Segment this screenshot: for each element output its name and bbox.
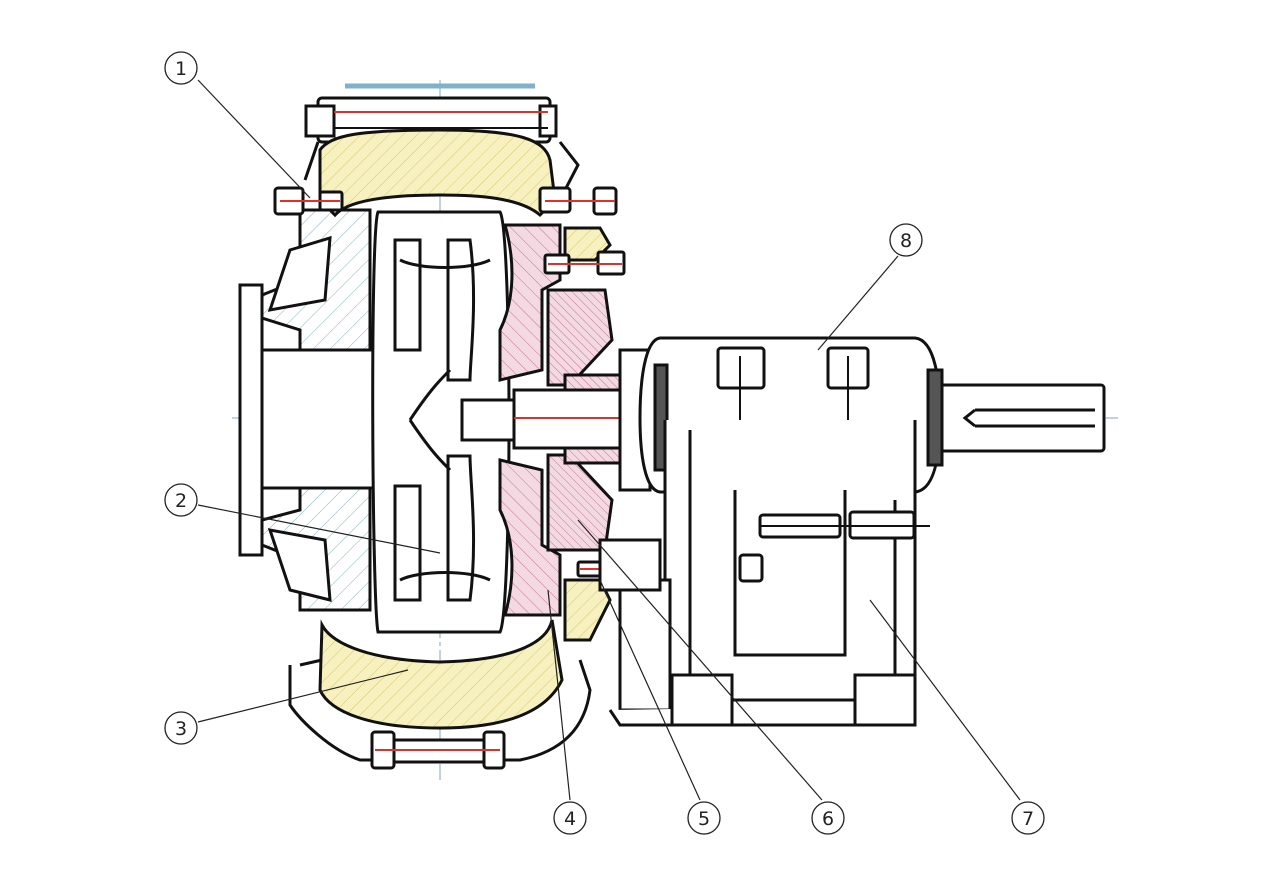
callout-circle xyxy=(164,711,198,745)
leader-8 xyxy=(817,255,899,351)
impeller xyxy=(371,210,511,634)
callout-4: 4 xyxy=(553,801,587,835)
leader-3 xyxy=(197,669,409,723)
callout-1: 1 xyxy=(164,51,198,85)
callout-label: 2 xyxy=(175,490,187,512)
callout-label: 4 xyxy=(564,808,576,830)
callout-leaders xyxy=(197,79,1021,801)
callout-label: 5 xyxy=(698,808,710,830)
callout-label: 6 xyxy=(822,808,834,830)
pump-casing xyxy=(288,141,592,762)
callout-2: 2 xyxy=(164,483,198,517)
callout-5: 5 xyxy=(687,801,721,835)
leader-2 xyxy=(197,504,441,554)
callout-label: 7 xyxy=(1022,808,1034,830)
callout-label: 8 xyxy=(900,230,912,252)
callout-circle xyxy=(811,801,845,835)
callout-circle xyxy=(1011,801,1045,835)
callout-label: 1 xyxy=(175,58,187,80)
callout-3: 3 xyxy=(164,711,198,745)
callout-6: 6 xyxy=(811,801,845,835)
callout-circle xyxy=(553,801,587,835)
callout-circle xyxy=(889,223,923,257)
leader-5 xyxy=(599,579,701,801)
leader-7 xyxy=(869,599,1021,801)
leader-1 xyxy=(197,79,311,199)
callout-8: 8 xyxy=(889,223,923,257)
callout-circle xyxy=(164,51,198,85)
callout-circle xyxy=(687,801,721,835)
leader-6 xyxy=(577,519,823,801)
callout-label: 3 xyxy=(175,718,187,740)
callout-7: 7 xyxy=(1011,801,1045,835)
casing-bolts xyxy=(273,186,618,770)
leader-4 xyxy=(547,589,571,801)
callout-circle xyxy=(164,483,198,517)
frame-plate xyxy=(238,208,390,612)
pump-base xyxy=(598,420,930,727)
